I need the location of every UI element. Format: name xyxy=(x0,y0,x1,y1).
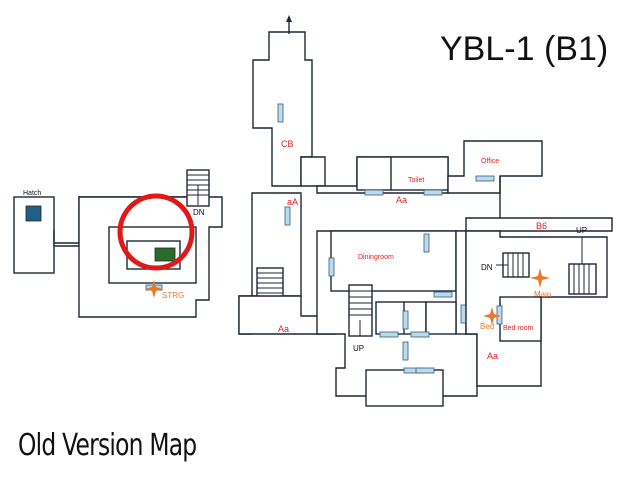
map-title: YBL-1 (B1) xyxy=(440,30,609,68)
toilet-room xyxy=(356,156,449,191)
diningroom xyxy=(330,230,457,292)
small-door-3[interactable] xyxy=(410,331,430,338)
up-right-label: UP xyxy=(576,226,587,235)
inner-col-door[interactable] xyxy=(460,304,467,324)
office-room xyxy=(447,140,543,194)
b6-label: B6 xyxy=(536,221,547,231)
small-room-1 xyxy=(375,301,427,335)
left-wing: Hatch DN STRG xyxy=(13,169,223,318)
cb-door[interactable] xyxy=(277,103,284,123)
office-label: Office xyxy=(481,158,499,165)
stairs-up-mid-steps xyxy=(349,290,372,336)
toilet-door-1[interactable] xyxy=(364,189,384,196)
main-star-marker[interactable] xyxy=(530,268,550,288)
map-caption: Old Version Map xyxy=(18,428,197,463)
center-wing: CB aA DN Aa Toilet Aa Office xyxy=(238,15,613,335)
stairs-dn-right-steps xyxy=(496,253,524,277)
small-door-4[interactable] xyxy=(402,341,409,361)
stairs-dn-left-steps xyxy=(187,174,209,205)
dining-door-right[interactable] xyxy=(423,233,430,253)
cb-label: CB xyxy=(281,139,294,149)
hatch-icon[interactable] xyxy=(25,205,42,222)
dining-wing: Diningroom UP xyxy=(316,230,478,407)
main-label: Main xyxy=(534,290,551,299)
aa-left-label: Aa xyxy=(278,324,289,334)
small-room-2 xyxy=(425,301,457,335)
bedroom-label: Bed room xyxy=(503,325,534,332)
small-door-1[interactable] xyxy=(402,310,409,330)
stairs-up-right-steps xyxy=(573,237,590,294)
strg-star-marker[interactable] xyxy=(145,280,163,298)
dining-door-left[interactable] xyxy=(328,257,335,277)
stairs-up-right[interactable] xyxy=(568,263,597,295)
up-mid-label: UP xyxy=(353,344,364,353)
stairs-dn-mid-steps xyxy=(257,272,283,294)
right-wing: DN UP Main Bed room Bed Aa xyxy=(465,226,608,387)
lower-door-2[interactable] xyxy=(415,367,435,374)
b6-corridor xyxy=(465,176,613,232)
dining-door-bottom[interactable] xyxy=(433,291,453,298)
bedroom xyxy=(499,296,542,342)
bed-star-marker[interactable] xyxy=(483,307,501,325)
dn-left-label: DN xyxy=(193,208,205,217)
toilet-door-2[interactable] xyxy=(423,189,443,196)
toilet-label: Toilet xyxy=(408,177,424,184)
aA-label: aA xyxy=(287,197,298,207)
exit-arrow-head xyxy=(286,15,292,22)
strg-label: STRG xyxy=(162,291,184,300)
highlight-circle xyxy=(117,193,195,271)
small-door-2[interactable] xyxy=(379,331,399,338)
office-door[interactable] xyxy=(475,175,495,182)
aa-toilet-label: Aa xyxy=(396,195,407,205)
aa-door[interactable] xyxy=(284,206,291,226)
diningroom-label: Diningroom xyxy=(358,254,394,261)
aa-right-label: Aa xyxy=(487,351,498,361)
bedroom-door[interactable] xyxy=(496,305,503,325)
hatch-label: Hatch xyxy=(23,190,41,197)
dn-right-label: DN xyxy=(481,263,493,272)
lower-room xyxy=(365,369,444,407)
target-box[interactable] xyxy=(154,247,176,262)
bed-label: Bed xyxy=(480,322,494,331)
cb-corridor xyxy=(300,156,326,187)
